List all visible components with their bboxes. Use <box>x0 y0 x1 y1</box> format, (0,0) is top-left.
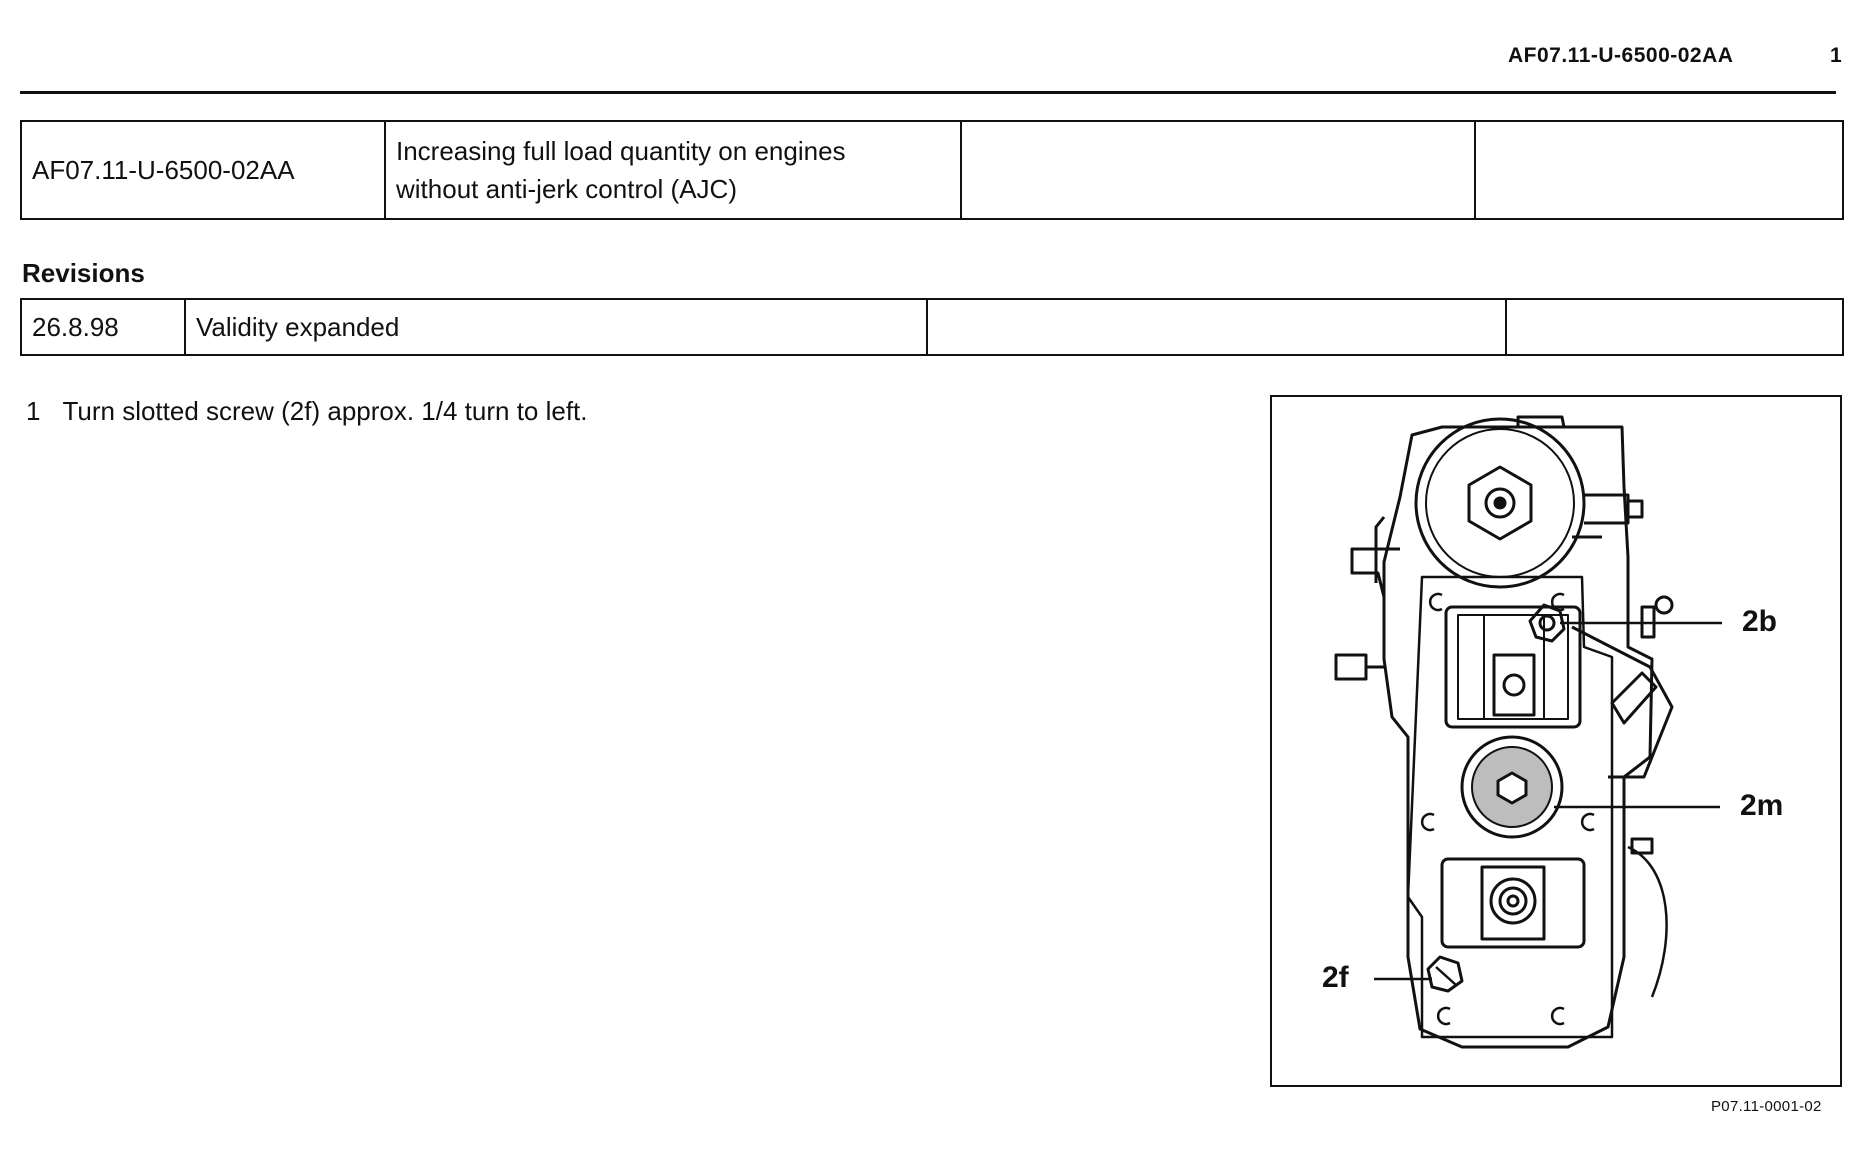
screw-2f-slot <box>1435 966 1457 986</box>
step-text: Turn slotted screw (2f) approx. 1/4 turn… <box>62 396 588 426</box>
header-page-number: 1 <box>1830 44 1842 67</box>
left-fitting <box>1334 653 1368 681</box>
header-rule <box>20 91 1836 94</box>
revision-empty-cell <box>1505 298 1844 356</box>
upper-block-screw <box>1502 673 1526 697</box>
callout-label: 2m <box>1740 789 1784 822</box>
upper-block <box>1492 653 1536 717</box>
upper-window-inner <box>1457 614 1569 720</box>
lever-pin-head <box>1654 595 1674 615</box>
doc-title-cell: Increasing full load quantity on engines… <box>384 120 962 220</box>
document-info-table: AF07.11-U-6500-02AA Increasing full load… <box>20 120 1844 220</box>
left-bracket <box>1350 547 1400 598</box>
cover-fitting <box>1584 493 1630 525</box>
injection-pump-drawing <box>1334 415 1722 1049</box>
bolt-mark <box>1428 592 1443 612</box>
cover-hex-nut <box>1467 465 1533 541</box>
step-number: 1 <box>26 396 41 426</box>
bolt-mark <box>1550 592 1565 612</box>
doc-empty-cell <box>960 120 1476 220</box>
revision-date: 26.8.98 <box>20 298 186 356</box>
side-pipe <box>1627 845 1668 998</box>
slotted-screw-2f <box>1426 955 1464 993</box>
side-pipe-fitting <box>1630 837 1654 855</box>
callout-label: 2f <box>1322 961 1349 994</box>
doc-title-line: without anti-jerk control (AJC) <box>396 174 737 204</box>
figure-code: P07.11-0001-02 <box>1711 1098 1822 1115</box>
revision-text: Validity expanded <box>184 298 928 356</box>
fitting-cap <box>1626 499 1644 519</box>
header-doc-code: AF07.11-U-6500-02AA <box>1508 44 1734 67</box>
upper-window <box>1444 605 1582 729</box>
lower-plug-core <box>1506 894 1520 908</box>
left-flange <box>1374 516 1386 583</box>
revisions-heading: Revisions <box>22 258 145 288</box>
instruction-step: 1 Turn slotted screw (2f) approx. 1/4 tu… <box>26 396 588 427</box>
right-lever <box>1571 625 1674 779</box>
nut-2b-center <box>1538 614 1556 632</box>
bolt-mark <box>1420 812 1435 832</box>
stop-screw-2m <box>1460 735 1564 839</box>
revision-empty-cell <box>926 298 1507 356</box>
callout-label: 2b <box>1742 605 1778 638</box>
bolt-mark <box>1580 812 1595 832</box>
revision-row: 26.8.98 Validity expanded <box>20 298 1844 356</box>
doc-code-cell: AF07.11-U-6500-02AA <box>20 120 386 220</box>
lower-plug <box>1489 877 1537 925</box>
injection-pump-figure: 2b 2m 2f <box>1270 395 1842 1087</box>
cover-nut-hole <box>1493 496 1507 510</box>
cover-nut-center <box>1484 487 1516 519</box>
bolt-mark <box>1436 1006 1451 1026</box>
doc-empty-cell <box>1474 120 1844 220</box>
lower-plug-inner <box>1498 886 1528 916</box>
pump-housing-outline <box>1382 425 1654 1049</box>
bolt-mark <box>1550 1006 1565 1026</box>
lever-slot <box>1610 671 1658 725</box>
lower-window <box>1440 857 1586 949</box>
revisions-table: 26.8.98 Validity expanded <box>20 298 1844 356</box>
inner-plate <box>1406 575 1614 1039</box>
doc-title-line: Increasing full load quantity on engines <box>396 136 846 166</box>
document-info-row: AF07.11-U-6500-02AA Increasing full load… <box>20 120 1844 220</box>
governor-cover <box>1414 417 1586 589</box>
lower-block <box>1480 865 1546 941</box>
stop-screw-2m-hex <box>1496 771 1528 805</box>
